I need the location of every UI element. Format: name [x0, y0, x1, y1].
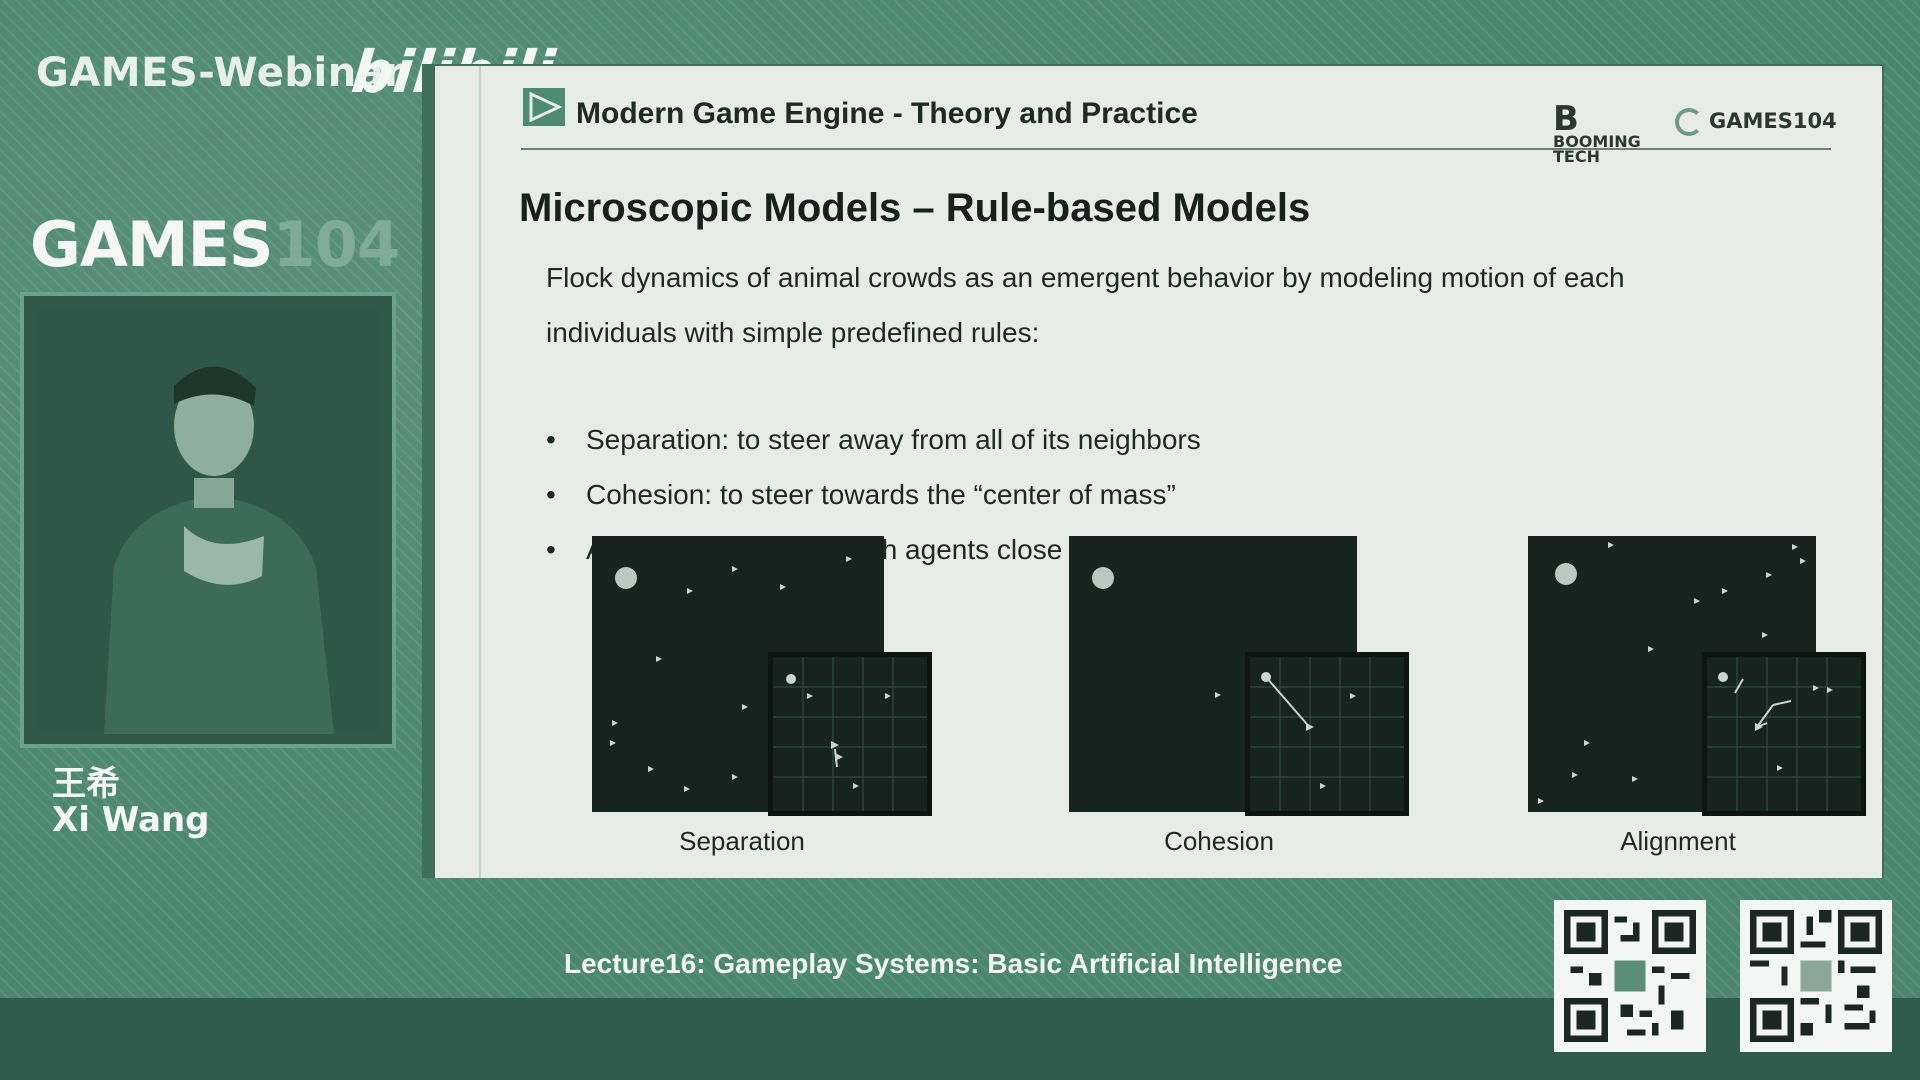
games-ring-icon — [1675, 108, 1703, 136]
brand-games-text: GAMES104 — [1709, 109, 1837, 133]
qr-code-left[interactable] — [1554, 900, 1706, 1052]
alignment-inset — [1702, 652, 1866, 816]
slide: Modern Game Engine - Theory and Practice… — [435, 66, 1882, 878]
qr-code-icon — [1564, 910, 1696, 1042]
header-divider — [521, 148, 1831, 150]
booming-b-icon: B — [1553, 99, 1579, 139]
bullet-text: Cohesion: to steer towards the “center o… — [586, 479, 1176, 510]
speaker-silhouette-icon — [34, 306, 382, 734]
list-item: •Separation: to steer away from all of i… — [546, 424, 1201, 455]
bullet-text: Separation: to steer away from all of it… — [586, 424, 1201, 455]
play-triangle-icon — [523, 88, 565, 126]
lecture-title: Lecture16: Gameplay Systems: Basic Artif… — [564, 948, 1343, 979]
booming-line1: BOOMING — [1553, 132, 1641, 151]
logo-word: GAMES — [30, 208, 274, 281]
figure-caption: Cohesion — [1164, 826, 1274, 856]
qr-code-icon — [1750, 910, 1882, 1042]
slide-intro: Flock dynamics of animal crowds as an em… — [546, 262, 1625, 348]
booming-line2: TECH — [1553, 147, 1600, 166]
figure-separation: Separation — [592, 536, 932, 856]
webinar-label: GAMES-Webinar — [36, 50, 405, 96]
figure-caption: Separation — [679, 826, 805, 856]
games104-brand: GAMES104 — [1675, 108, 1837, 136]
speaker-name-chinese: 王希 — [52, 764, 120, 804]
games104-logo: GAMES104 — [30, 208, 400, 281]
slide-title: Microscopic Models – Rule-based Models — [519, 186, 1311, 230]
qr-code-right[interactable] — [1740, 900, 1892, 1052]
figure-caption: Alignment — [1620, 826, 1736, 856]
booming-tech-logo: B BOOMING TECH — [1553, 99, 1641, 166]
slide-header-title: Modern Game Engine - Theory and Practice — [576, 97, 1198, 130]
speaker-name-english: Xi Wang — [52, 800, 210, 840]
cohesion-inset — [1245, 652, 1409, 816]
speaker-video — [20, 292, 396, 748]
list-item: •Cohesion: to steer towards the “center … — [546, 479, 1176, 510]
slide-margin-line — [479, 66, 481, 878]
separation-inset — [768, 652, 932, 816]
logo-number: 104 — [272, 208, 400, 281]
figure-alignment: Alignment — [1528, 536, 1868, 856]
speaker-photo — [34, 306, 382, 734]
figure-cohesion: Cohesion — [1069, 536, 1409, 856]
